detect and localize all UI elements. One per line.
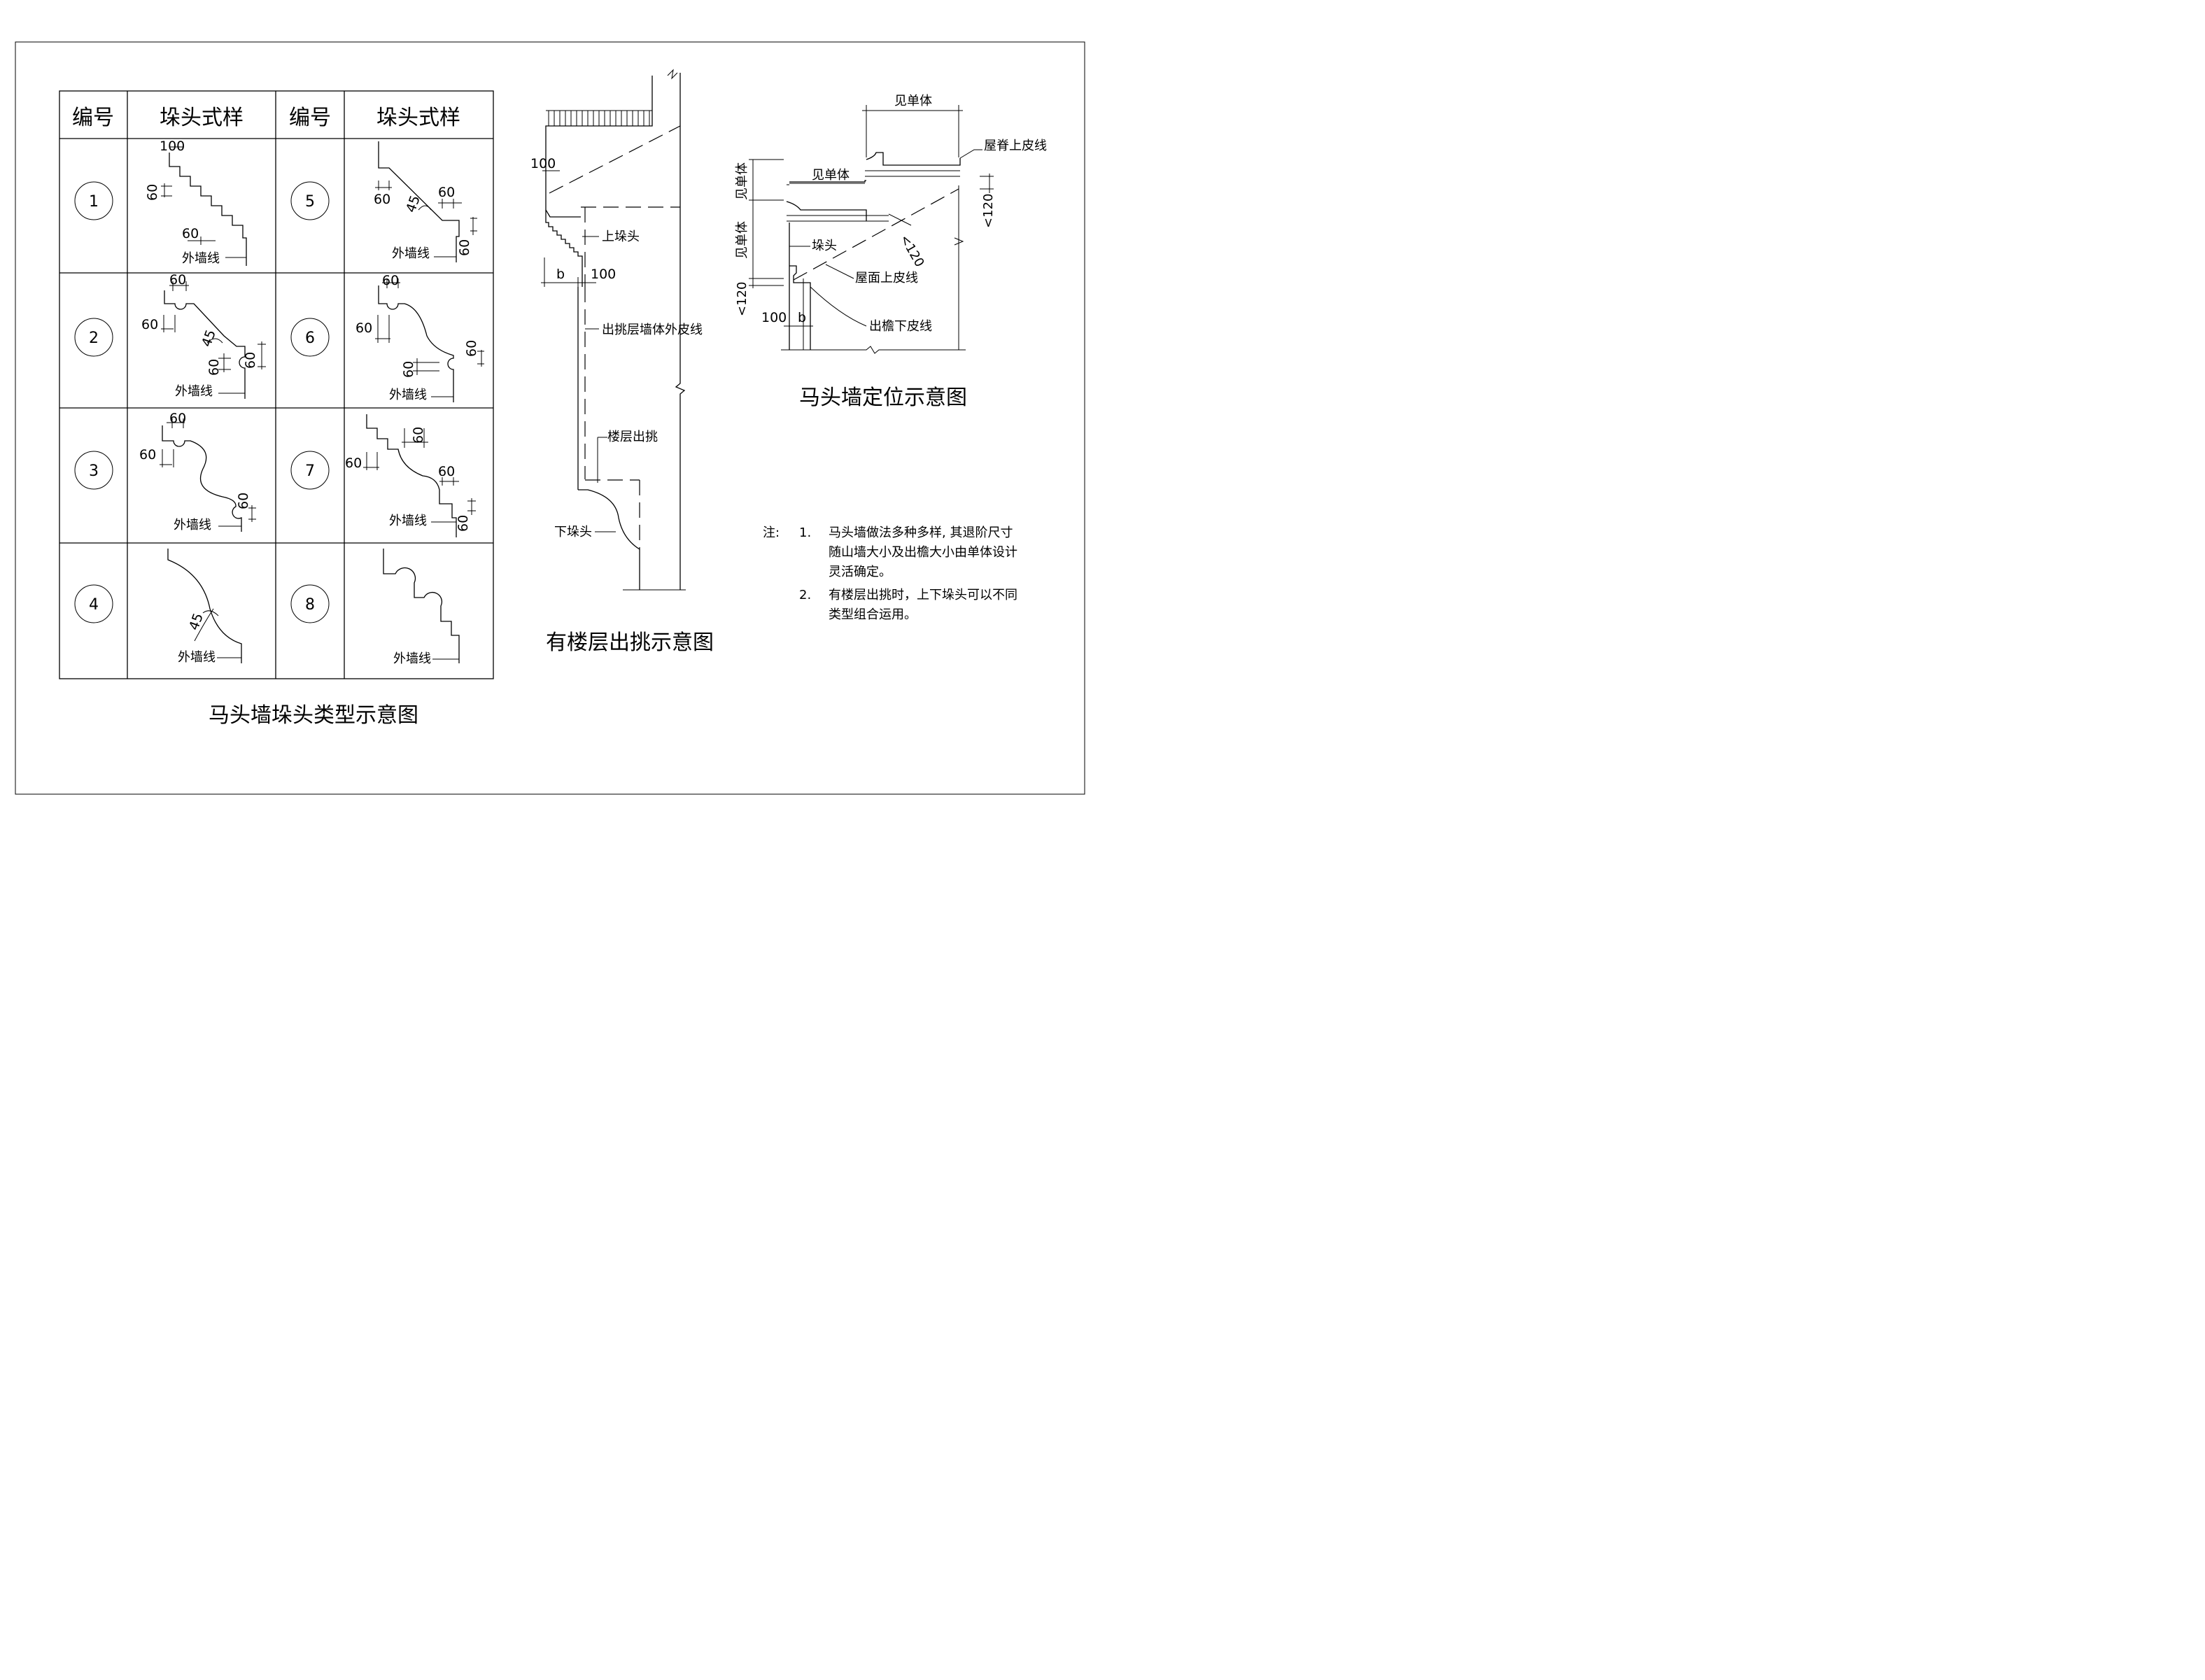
- dim-see-unit-v1: 见单体: [735, 162, 749, 200]
- row-number-circle: [74, 584, 113, 623]
- dim-see-unit-v2: 见单体: [735, 221, 749, 259]
- duotou-type-8: 外墙线: [383, 549, 460, 666]
- note-2-line-2: 类型组合运用。: [829, 607, 917, 622]
- dim-lt120-left: <120: [735, 282, 749, 316]
- row-number-circle: [74, 318, 113, 357]
- duotou-type-5: 60 60 45 60 外墙线: [374, 141, 477, 262]
- label-lower-duotou: 下垛头: [554, 525, 592, 539]
- dim-see-unit-top: 见单体: [894, 94, 932, 108]
- dim-lt120-right: <120: [981, 194, 996, 228]
- outer-wall-label: 外墙线: [392, 246, 430, 261]
- duotou-type-7: 60 60 60 60 外墙线: [345, 414, 476, 537]
- row-number: 3: [89, 463, 99, 480]
- table-caption: 马头墙垛头类型示意图: [209, 703, 418, 728]
- row-number: 6: [305, 330, 315, 347]
- header-number-left: 编号: [72, 106, 114, 130]
- row-number-circle: [290, 318, 330, 357]
- dim-100: 100: [530, 156, 556, 171]
- row-number: 1: [89, 193, 99, 211]
- dim-60: 60: [169, 411, 186, 426]
- dim-100: 100: [591, 267, 616, 282]
- dim-see-unit-mid: 见单体: [812, 168, 850, 183]
- row-number: 2: [89, 330, 99, 347]
- row-number: 5: [305, 193, 315, 211]
- dim-b: b: [798, 310, 806, 325]
- dim-100: 100: [160, 139, 185, 154]
- dim-60: 60: [382, 273, 399, 288]
- label-outer-skin-line: 出挑层墙体外皮线: [602, 323, 703, 337]
- outer-wall-label: 外墙线: [389, 514, 427, 528]
- label-eave-bottom-line: 出檐下皮线: [869, 319, 932, 334]
- dim-60: 60: [182, 226, 199, 241]
- duotou-type-1: 100 60 60 外墙线: [145, 139, 247, 266]
- notes-label: 注:: [763, 525, 780, 540]
- dim-60: 60: [141, 317, 158, 332]
- dim-60: 60: [206, 359, 222, 376]
- row-number-circle: [74, 181, 113, 220]
- dim-60: 60: [345, 456, 362, 471]
- dim-60: 60: [355, 320, 372, 336]
- dim-60: 60: [139, 447, 156, 463]
- note-1-number: 1.: [799, 525, 811, 540]
- note-1-line-1: 马头墙做法多种多样, 其退阶尺寸: [829, 525, 1013, 540]
- note-2-line-1: 有楼层出挑时，上下垛头可以不同: [829, 588, 1017, 602]
- duotou-type-6: 60 60 60 60 外墙线: [355, 273, 484, 402]
- dim-60: 60: [464, 340, 479, 357]
- dim-60: 60: [456, 515, 471, 532]
- drawing-sheet: 编号 垛头式样 编号 垛头式样 1 2 3 4 5 6 7 8 100: [15, 41, 1085, 795]
- note-1-line-2: 随山墙大小及出檐大小由单体设计: [829, 545, 1017, 560]
- label-floor-overhang: 楼层出挑: [607, 430, 658, 444]
- middle-caption: 有楼层出挑示意图: [546, 630, 714, 655]
- dim-lt120-slope: <120: [897, 232, 927, 269]
- row-number-circle: [290, 451, 330, 490]
- header-style-right: 垛头式样: [376, 106, 460, 130]
- notes-block: 注: 1. 马头墙做法多种多样, 其退阶尺寸 随山墙大小及出檐大小由单体设计 灵…: [763, 525, 1017, 622]
- dim-60: 60: [243, 352, 258, 369]
- dim-60: 60: [438, 185, 455, 200]
- dim-60: 60: [145, 184, 160, 201]
- dim-60: 60: [411, 427, 426, 444]
- sheet-border: [15, 41, 1085, 795]
- row-number-circle: [74, 451, 113, 490]
- dim-60: 60: [374, 192, 390, 207]
- row-number-circle: [290, 584, 330, 623]
- dim-60: 60: [236, 493, 251, 509]
- outer-wall-label: 外墙线: [174, 518, 211, 532]
- duotou-type-2: 60 60 45 60 60 外墙线: [141, 272, 266, 399]
- dim-45: 45: [403, 193, 423, 214]
- duotou-type-3: 60 60 60 外墙线: [139, 411, 256, 532]
- row-number: 4: [89, 596, 99, 614]
- label-duotou: 垛头: [812, 239, 837, 253]
- dim-b: b: [556, 267, 565, 282]
- dim-60: 60: [401, 361, 416, 378]
- label-ridge-top-line: 屋脊上皮线: [984, 139, 1047, 153]
- outer-wall-label: 外墙线: [182, 251, 220, 266]
- note-2-number: 2.: [799, 588, 811, 602]
- outer-wall-label: 外墙线: [178, 650, 216, 665]
- roof-hatch: [546, 110, 652, 126]
- header-number-right: 编号: [289, 106, 331, 130]
- header-style-left: 垛头式样: [160, 106, 244, 130]
- label-roof-top-line: 屋面上皮线: [855, 271, 918, 285]
- horsehead-wall-position-diagram: 见单体 屋脊上皮线 见单体 见单体 见单体 <120 <120 <120: [735, 94, 1047, 410]
- duotou-type-4: 45 外墙线: [167, 549, 242, 665]
- label-upper-duotou: 上垛头: [602, 230, 640, 244]
- right-caption: 马头墙定位示意图: [799, 386, 967, 410]
- dim-45: 45: [199, 327, 219, 348]
- outer-wall-label: 外墙线: [389, 388, 427, 402]
- outer-wall-label: 外墙线: [393, 651, 431, 666]
- dim-60: 60: [457, 239, 472, 256]
- note-1-line-3: 灵活确定。: [829, 565, 892, 579]
- duotou-type-table: 编号 垛头式样 编号 垛头式样 1 2 3 4 5 6 7 8 100: [59, 90, 494, 728]
- row-number-circle: [290, 181, 330, 220]
- row-number: 8: [305, 596, 315, 614]
- outer-wall-label: 外墙线: [175, 384, 213, 399]
- dim-60: 60: [438, 464, 455, 479]
- dim-60: 60: [169, 272, 186, 288]
- floor-overhang-diagram: 上垛头 100 b 100 出挑层墙体外皮线 楼层出挑 下垛头 有楼层出挑示意图: [530, 69, 714, 655]
- dim-100: 100: [761, 310, 787, 325]
- dim-45: 45: [186, 611, 206, 632]
- row-number: 7: [305, 463, 315, 480]
